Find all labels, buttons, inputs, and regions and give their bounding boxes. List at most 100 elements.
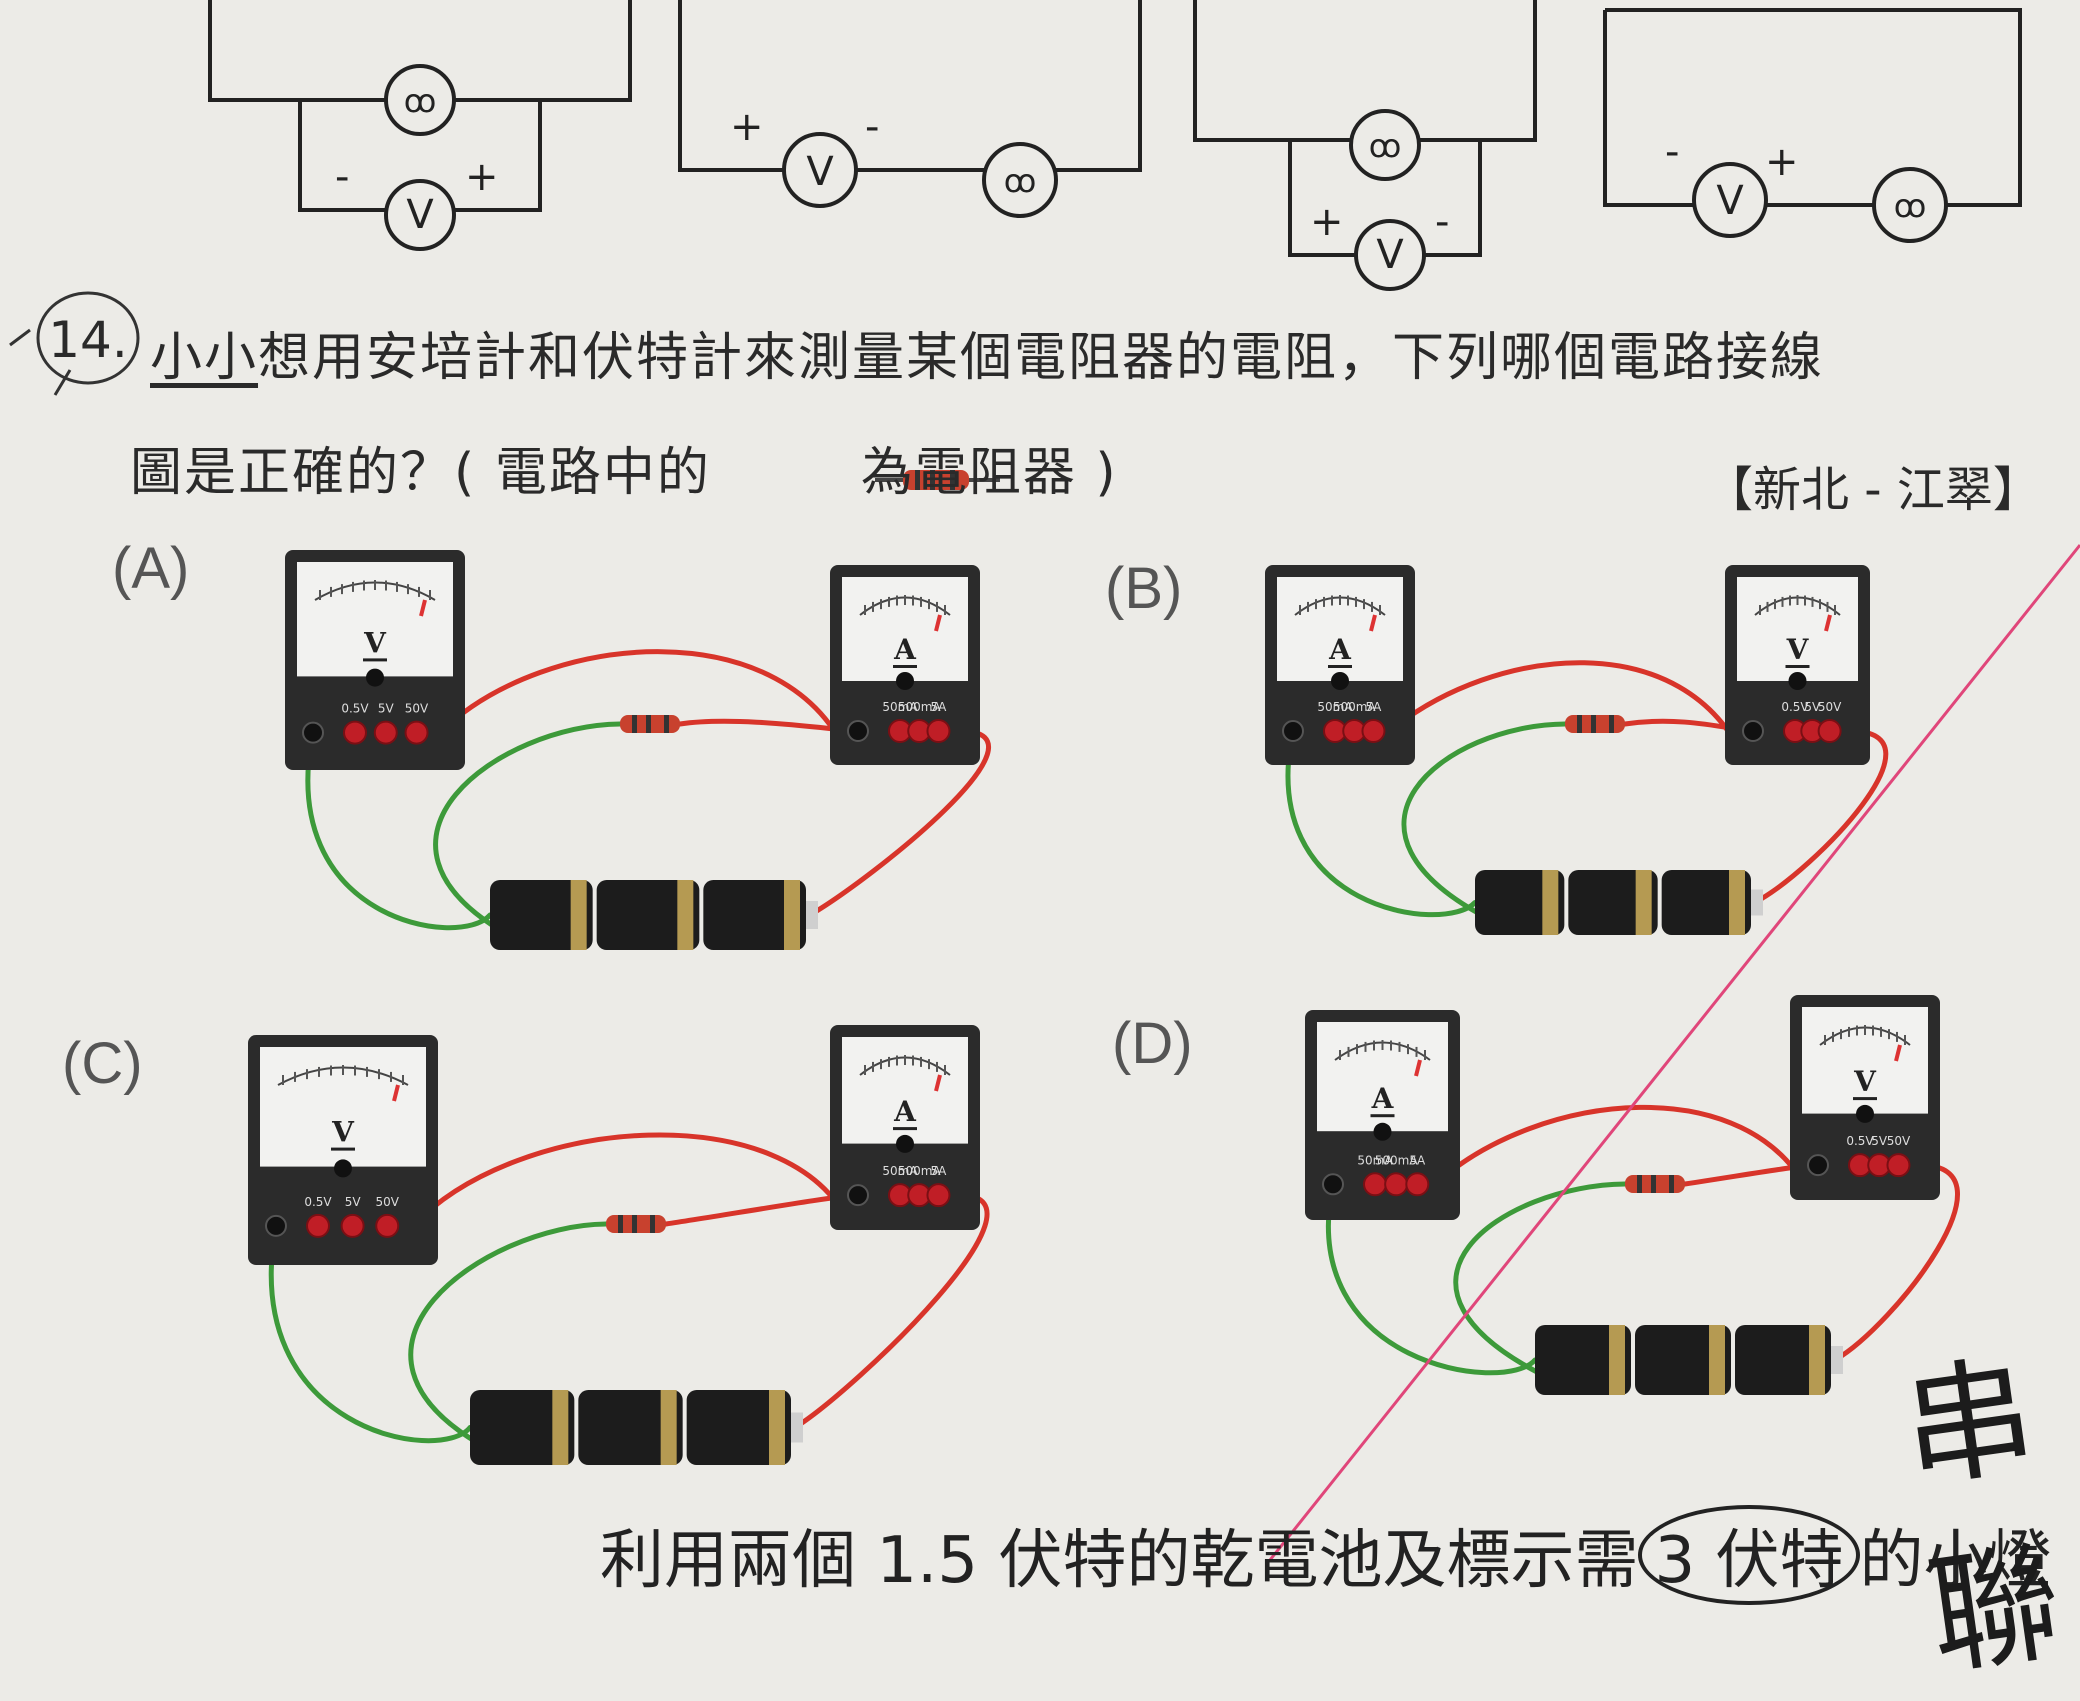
lamp-symbol: ꝏ bbox=[1004, 162, 1037, 200]
resistor bbox=[1625, 1175, 1685, 1193]
meter-needle bbox=[934, 1074, 942, 1092]
meter-underline bbox=[1328, 665, 1352, 668]
terminal-label: 5A bbox=[1366, 700, 1383, 714]
battery-band bbox=[660, 1390, 677, 1465]
battery-cell bbox=[703, 880, 806, 950]
option-a-label[interactable]: (A) bbox=[112, 536, 190, 601]
terminal-positive bbox=[1886, 1153, 1911, 1178]
battery-cell bbox=[470, 1390, 575, 1465]
red-wire bbox=[410, 1132, 853, 1229]
minus-sign: - bbox=[335, 154, 349, 200]
top-circuits bbox=[208, 0, 2022, 291]
resistor-band bbox=[1669, 1175, 1674, 1193]
red-wire bbox=[663, 1192, 861, 1227]
battery-pack bbox=[1535, 1325, 1843, 1395]
battery-band bbox=[784, 880, 800, 950]
terminal-label: 50mA bbox=[1357, 1153, 1393, 1167]
meter-letter: A bbox=[1371, 1082, 1395, 1115]
battery-band bbox=[1635, 870, 1652, 935]
terminal-label: 50V bbox=[1887, 1134, 1911, 1148]
option-d-label[interactable]: (D) bbox=[1112, 1011, 1193, 1076]
terminal-label: 50V bbox=[375, 1195, 399, 1209]
red-wire bbox=[807, 728, 991, 918]
meter-pivot bbox=[1856, 1104, 1874, 1123]
meter-pivot bbox=[334, 1159, 352, 1178]
red-wire bbox=[1752, 728, 1889, 905]
battery-terminal bbox=[806, 901, 818, 929]
number-circle-mark bbox=[36, 291, 140, 385]
terminal-label: 50mA bbox=[882, 1164, 918, 1178]
battery-band bbox=[1809, 1325, 1825, 1395]
option-b-label[interactable]: (B) bbox=[1105, 556, 1183, 621]
terminal-negative bbox=[1282, 720, 1304, 742]
resistor-band bbox=[1651, 1175, 1656, 1193]
resistor-band bbox=[646, 715, 651, 733]
battery-band bbox=[1709, 1325, 1725, 1395]
plus-sign: + bbox=[1765, 139, 1799, 185]
meter-underline bbox=[1785, 665, 1810, 668]
resistor-band bbox=[664, 715, 669, 733]
terminal-label: 500mA bbox=[1375, 1153, 1419, 1167]
battery-cell bbox=[1568, 870, 1658, 935]
green-wire bbox=[1285, 728, 1478, 918]
question-source: 【新北 - 江翠】 bbox=[1705, 462, 2041, 518]
resistor-band bbox=[1577, 715, 1582, 733]
terminal-label: 5A bbox=[931, 700, 948, 714]
plus-sign: + bbox=[1310, 199, 1344, 245]
option-c-label[interactable]: (C) bbox=[62, 1031, 143, 1096]
meter-pivot bbox=[896, 672, 914, 690]
resistor-band bbox=[1609, 715, 1614, 733]
battery-cell bbox=[1735, 1325, 1831, 1395]
battery-cell bbox=[578, 1390, 683, 1465]
terminal-label: 5V bbox=[1804, 700, 1821, 714]
terminal-label: 5V bbox=[1871, 1134, 1888, 1148]
battery-band bbox=[570, 880, 587, 950]
terminal-negative bbox=[302, 721, 324, 744]
terminal-label: 5V bbox=[345, 1195, 362, 1209]
lamp-symbol: ꝏ bbox=[1369, 127, 1402, 165]
terminal-label: 50mA bbox=[882, 700, 918, 714]
battery-band bbox=[677, 880, 694, 950]
voltmeter-symbol: V bbox=[1376, 232, 1404, 278]
green-wire bbox=[1401, 721, 1568, 925]
terminal-label: 50V bbox=[405, 702, 429, 716]
green-wire bbox=[305, 730, 493, 931]
red-wire bbox=[1387, 660, 1748, 764]
top-circuit-labels: V V V V ꝏ ꝏ ꝏ ꝏ - + + - + - - + bbox=[335, 82, 1926, 278]
question-line-2: 圖是正確的？( 電路中的為電阻器 ) bbox=[130, 430, 1118, 505]
handwritten-note: 串聯 bbox=[1893, 1338, 2070, 1694]
resistor-band bbox=[1591, 715, 1596, 733]
red-wire bbox=[437, 649, 853, 764]
meter-face bbox=[1737, 577, 1858, 681]
meter-face bbox=[842, 1037, 968, 1144]
battery-cell bbox=[490, 880, 593, 950]
resistor-band bbox=[618, 1215, 623, 1233]
terminal-label: 5A bbox=[1409, 1153, 1426, 1167]
battery-terminal bbox=[1831, 1346, 1843, 1374]
terminal-negative bbox=[265, 1214, 287, 1237]
terminal-label: 500mA bbox=[898, 700, 942, 714]
resistor-band bbox=[1637, 1175, 1642, 1193]
terminal-negative bbox=[847, 720, 869, 742]
meter-needle bbox=[1369, 614, 1377, 632]
battery-band bbox=[769, 1390, 785, 1465]
plus-sign: + bbox=[730, 104, 764, 150]
red-wire bbox=[1432, 1104, 1813, 1198]
meter-pivot bbox=[896, 1134, 914, 1153]
terminal-negative bbox=[1807, 1154, 1829, 1177]
terminal-positive bbox=[404, 720, 429, 745]
terminal-positive bbox=[1384, 1172, 1409, 1197]
pink-pen-line bbox=[1268, 544, 2080, 1560]
battery-cell bbox=[1661, 870, 1751, 935]
meter-letter: A bbox=[893, 633, 917, 666]
resistor bbox=[620, 715, 680, 733]
resistor-band bbox=[632, 1215, 637, 1233]
question-text-2b: 為電阻器 ) bbox=[860, 443, 1118, 503]
meter-pivot bbox=[366, 668, 384, 687]
